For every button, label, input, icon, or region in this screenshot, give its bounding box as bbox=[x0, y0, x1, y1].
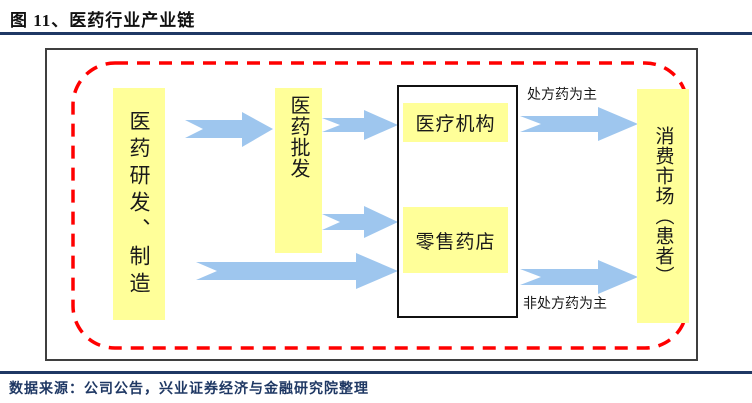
arrow-wholesale-to-pharmacy-icon bbox=[322, 206, 398, 238]
arrow-pharmacy-to-market-icon bbox=[520, 260, 638, 294]
diagram-graphics bbox=[71, 61, 689, 350]
node-medical-institutions: 医疗机构 bbox=[403, 103, 508, 142]
arrow-rnd-to-wholesale-icon bbox=[185, 112, 273, 147]
bottom-rule bbox=[0, 371, 752, 374]
top-rule bbox=[0, 32, 752, 35]
label-prescription-drugs: 处方药为主 bbox=[527, 88, 597, 103]
node-retail-pharmacy: 零售药店 bbox=[403, 207, 508, 273]
figure-title: 图 11、医药行业产业链 bbox=[10, 11, 196, 30]
data-source-note: 数据来源：公司公告，兴业证券经济与金融研究院整理 bbox=[9, 382, 369, 397]
node-rnd-manufacturing: 医药研发、制造 bbox=[113, 88, 165, 320]
arrow-hospital-to-market-icon bbox=[520, 107, 638, 141]
node-wholesale: 医药批发 bbox=[275, 88, 322, 253]
arrow-wholesale-to-hospital-icon bbox=[322, 110, 398, 140]
arrow-rnd-to-pharmacy-icon bbox=[196, 253, 398, 289]
industry-boundary-dashed-outline bbox=[71, 61, 689, 350]
label-otc-drugs: 非处方药为主 bbox=[523, 297, 607, 312]
node-consumer-market: 消费市场（患者） bbox=[637, 89, 689, 323]
